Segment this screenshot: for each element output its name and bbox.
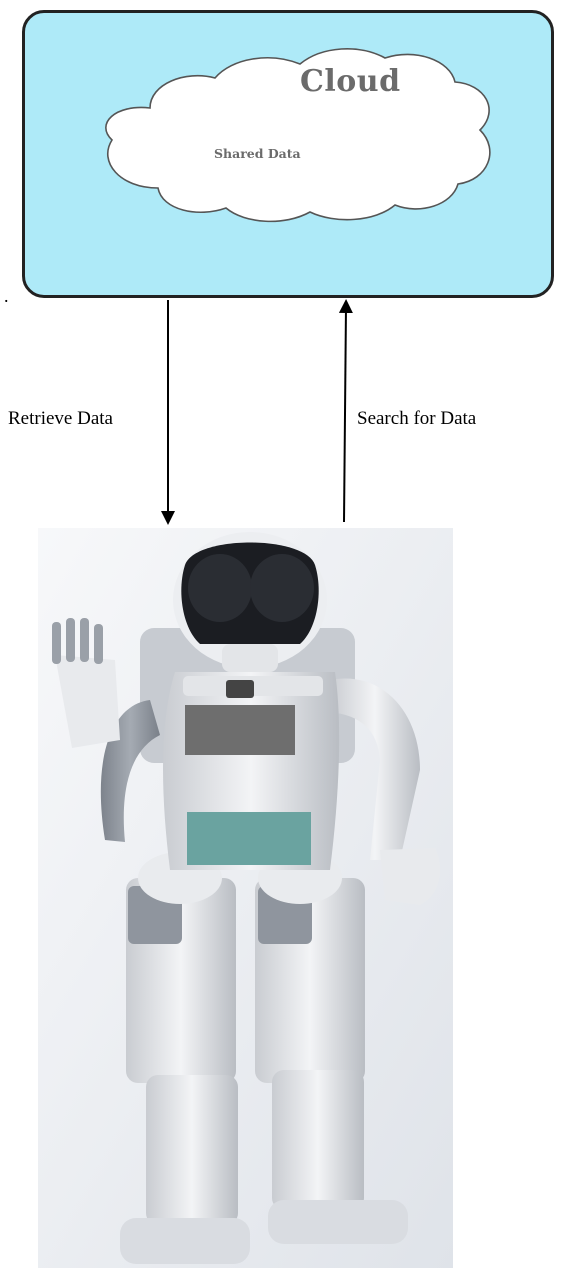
search-for-data-label: Search for Data <box>357 408 477 429</box>
robot-image <box>38 528 453 1268</box>
cloud-title: Cloud <box>300 64 401 99</box>
retrieve-data-label: Retrieve Data <box>8 408 113 429</box>
stray-mark: . <box>4 286 9 306</box>
redaction-top <box>185 705 295 755</box>
cloud-subtitle: Shared Data <box>214 146 301 161</box>
redaction-bottom <box>187 812 311 865</box>
cloud-shape <box>105 48 491 223</box>
search-arrow <box>338 299 353 523</box>
